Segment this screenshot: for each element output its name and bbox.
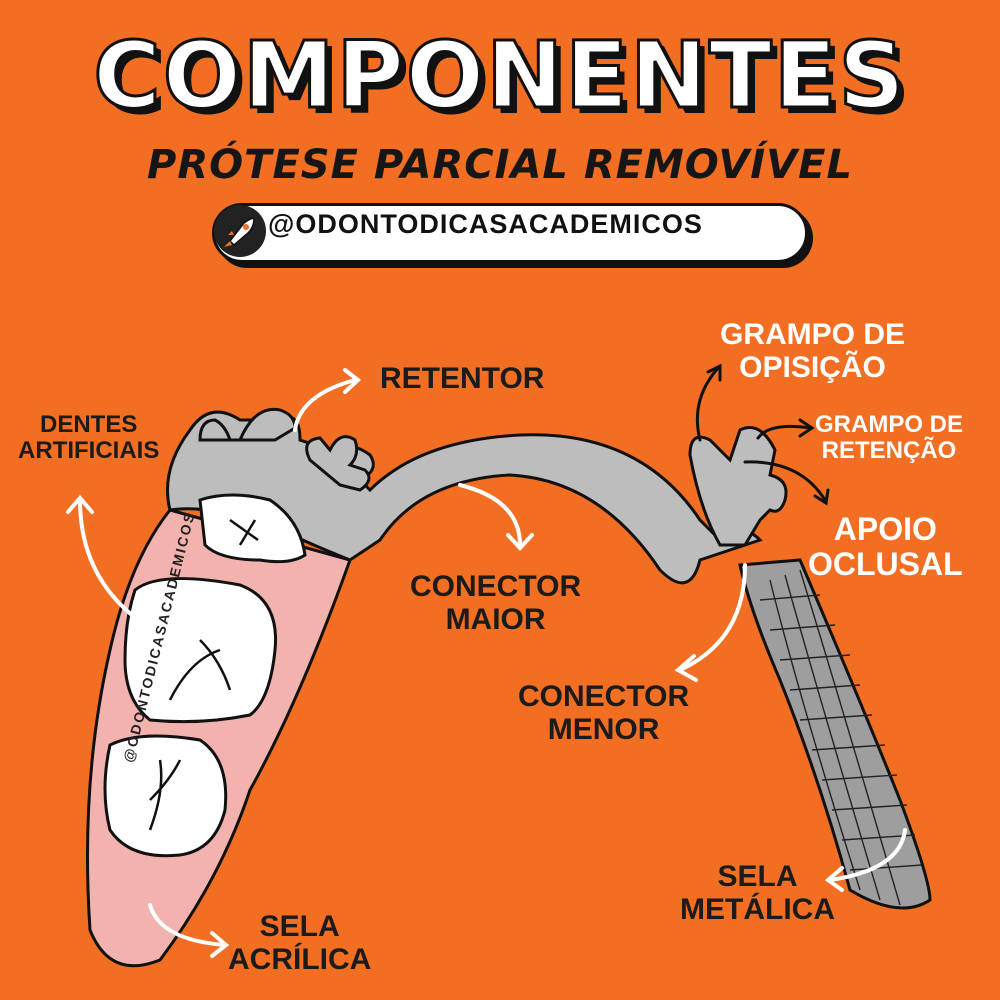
metallic-saddle xyxy=(738,558,932,910)
clasp-assembly-right xyxy=(688,426,788,547)
label-grampo-retencao: GRAMPO DE RETENÇÃO xyxy=(815,411,964,465)
label-conector-menor: CONECTOR MENOR xyxy=(518,680,690,746)
arrow-dentes xyxy=(78,498,147,627)
arrow-dentes-head xyxy=(66,494,94,514)
handle-badge xyxy=(212,203,808,263)
label-retentor: RETENTOR xyxy=(380,362,545,395)
arrow-grampo-oposicao xyxy=(695,366,720,442)
arrow-grampo-retencao xyxy=(756,424,812,440)
arrow-sela-acrilica-head xyxy=(210,931,230,958)
arrow-conector-menor xyxy=(678,563,747,672)
arrow-sela-acrilica xyxy=(148,903,227,947)
arrow-apoio-oclusal-head xyxy=(813,488,830,506)
label-conector-maior: CONECTOR MAIOR xyxy=(410,570,582,636)
arrow-retentor-head xyxy=(343,368,362,394)
arrow-conector-menor-head xyxy=(674,654,698,682)
label-apoio-oclusal: APOIO OCLUSAL xyxy=(808,511,963,583)
label-grampo-oposicao: GRAMPO DE OPISIÇÃO xyxy=(720,318,906,384)
handle-text: @ODONTODICASACADEMICOS xyxy=(268,209,703,239)
retainer-clasp-left xyxy=(198,407,297,442)
arrow-conector-maior-head xyxy=(506,533,534,551)
arrow-sela-metalica-head xyxy=(824,866,844,892)
retainer-fork xyxy=(305,435,371,492)
rocket-icon xyxy=(214,205,266,257)
arrow-grampo-oposicao-head xyxy=(706,363,722,382)
arrow-sela-metalica xyxy=(828,828,907,882)
artificial-teeth xyxy=(103,493,307,858)
page-subtitle: PRÓTESE PARCIAL REMOVÍVEL xyxy=(147,142,853,188)
arrow-retentor xyxy=(293,378,357,432)
arrow-conector-maior xyxy=(458,483,522,547)
page-title: COMPONENTES xyxy=(92,21,907,131)
arrow-apoio-oclusal xyxy=(743,460,827,502)
label-dentes-artificiais: DENTES ARTIFICIAIS xyxy=(18,411,160,465)
arrow-grampo-retencao-head xyxy=(798,418,815,438)
label-sela-acrilica: SELA ACRÍLICA xyxy=(228,910,372,976)
label-sela-metalica: SELA METÁLICA xyxy=(680,860,835,926)
